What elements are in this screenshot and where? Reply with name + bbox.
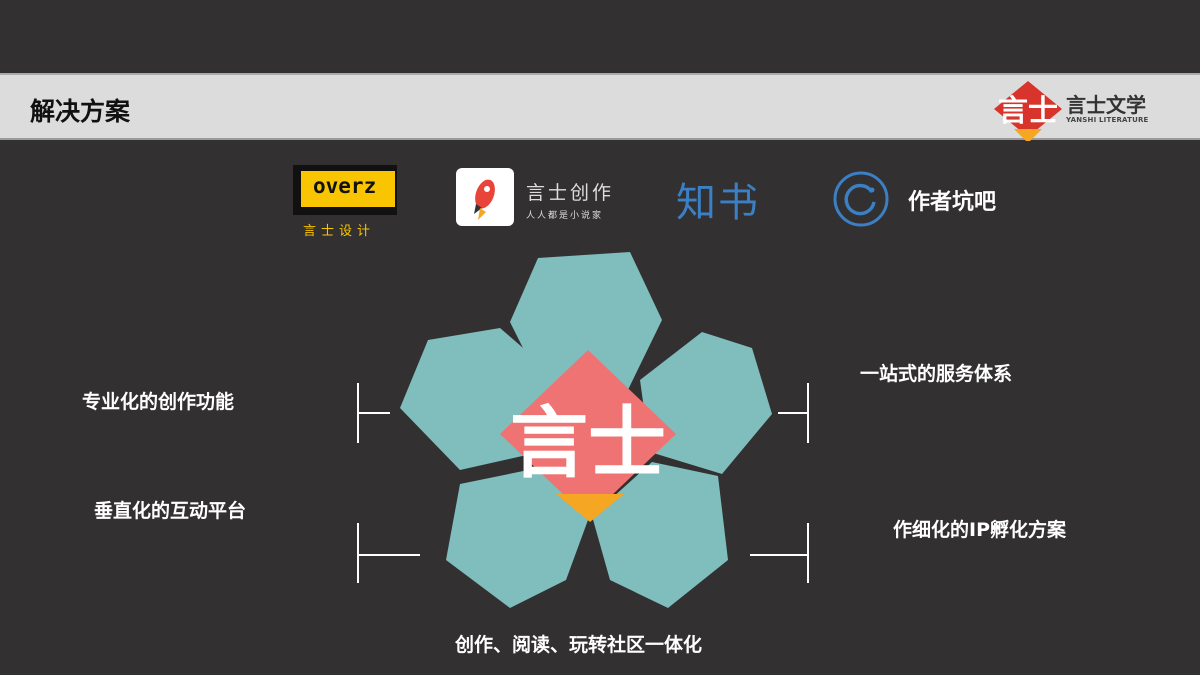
center-logo-diamond (500, 350, 676, 518)
feature-service: 一站式的服务体系 (860, 363, 1013, 385)
feature-creation: 专业化的创作功能 (82, 391, 235, 413)
overz-name: overz (313, 174, 377, 198)
header-bar: 解决方案 言士 言士文学 YANSHI LITERATURE (0, 73, 1200, 143)
rocket-icon (456, 168, 514, 226)
center-logo-arrow (556, 494, 624, 522)
overz-logo: overz 言士设计 (293, 165, 403, 243)
zuozhe-name: 作者坑吧 (908, 190, 997, 215)
feature-interaction: 垂直化的互动平台 (94, 500, 247, 522)
feature-ip-incubation: 作细化的IP孵化方案 (893, 519, 1066, 541)
center-logo-glyph: 言士 (510, 399, 666, 489)
overz-subtitle: 言士设计 (303, 224, 376, 239)
petal-top (510, 252, 662, 398)
chuangzuo-logo: 言士创作 人人都是小说家 (456, 168, 626, 228)
zuozhe-logo: 作者坑吧 (832, 170, 1032, 230)
zhishu-logo: 知书 (676, 180, 760, 226)
chuangzuo-name: 言士创作 (526, 182, 615, 204)
chuangzuo-slogan: 人人都是小说家 (526, 211, 604, 221)
petal-bottom-right (592, 462, 728, 608)
brand-diamond-icon: 言士 (994, 81, 1062, 143)
page-title: 解决方案 (30, 97, 131, 126)
brand-name: 言士文学 (1066, 93, 1146, 117)
petal-bottom-left (446, 466, 588, 608)
ring-icon (833, 171, 889, 227)
feature-integration: 创作、阅读、玩转社区一体化 (455, 634, 703, 656)
petal-right (640, 332, 772, 474)
connector-lines (357, 383, 809, 583)
brand-subtitle: YANSHI LITERATURE (1066, 116, 1149, 124)
brand-logo: 言士 言士文学 YANSHI LITERATURE (990, 79, 1170, 143)
svg-text:言士: 言士 (998, 94, 1058, 129)
